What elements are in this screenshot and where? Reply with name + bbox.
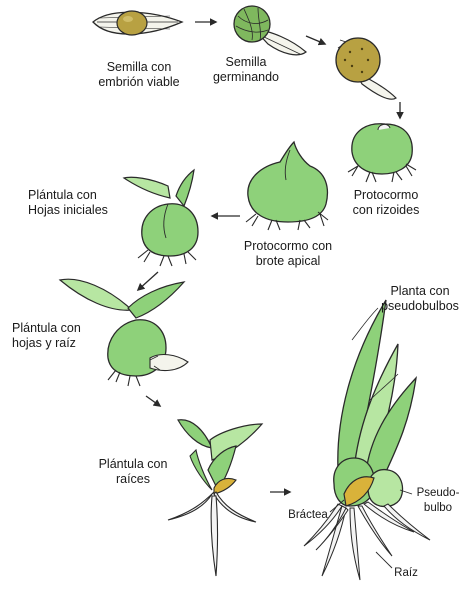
protocorm-rhizoids-illustration [348, 124, 416, 182]
part-label-pseudobulb: Pseudo- bulbo [410, 486, 466, 516]
plantlet-initial-leaves-illustration [124, 170, 198, 266]
arrow-right-icon [146, 396, 160, 406]
stage-label-line1: Protocormo [336, 188, 436, 203]
part-label-pseudobulb-line1: Pseudo- [410, 486, 466, 501]
part-label-pseudobulb-line2: bulbo [410, 501, 466, 516]
stage-label-line1: Semilla con [84, 60, 194, 75]
arrow-left-icon [138, 272, 158, 290]
stage-label-line1: Plántula con [28, 188, 138, 203]
seed-illustration [93, 11, 182, 35]
stage-label-line2: embrión viable [84, 75, 194, 90]
stage-label-line1: Plántula con [78, 457, 188, 472]
part-label-bract: Bráctea [278, 508, 338, 523]
stage-label-germinating: Semilla germinando [206, 55, 286, 85]
arrow-right-icon [306, 36, 325, 44]
part-label-root: Raíz [386, 566, 426, 581]
stage-label-protocorm: Protocormo con rizoides [336, 188, 436, 218]
stage-label-line2: brote apical [228, 254, 348, 269]
stage-label-protocorm-apical: Protocormo con brote apical [228, 239, 348, 269]
stage-label-line1: Protocormo con [228, 239, 348, 254]
stage-label-seed: Semilla con embrión viable [84, 60, 194, 90]
adult-plant-pseudobulbs-illustration [304, 300, 430, 580]
stage-label-line2: Hojas iniciales [28, 203, 138, 218]
plantlet-roots-illustration [168, 420, 262, 576]
stage-label-line1: Semilla [206, 55, 286, 70]
stage-label-line2: pseudobulbos [370, 299, 470, 314]
protocorm-apical-bud-illustration [246, 142, 328, 230]
germinating-seed-illustration [234, 6, 306, 55]
stage-label-line2: raíces [78, 472, 188, 487]
stage-label-plantlet-initial: Plántula con Hojas iniciales [28, 188, 138, 218]
stage-label-line2: con rizoides [336, 203, 436, 218]
stage-label-plant-pseudobulbs: Planta con pseudobulbos [370, 284, 470, 314]
stage-label-plantlet-roots: Plántula con raíces [78, 457, 188, 487]
stage-label-line1: Planta con [370, 284, 470, 299]
stage-label-plantlet-leaves-root: Plántula con hojas y raíz [12, 321, 112, 351]
swelling-seed-illustration [336, 38, 396, 99]
stage-label-line1: Plántula con [12, 321, 112, 336]
stage-label-line2: germinando [206, 70, 286, 85]
stage-label-line2: hojas y raíz [12, 336, 112, 351]
